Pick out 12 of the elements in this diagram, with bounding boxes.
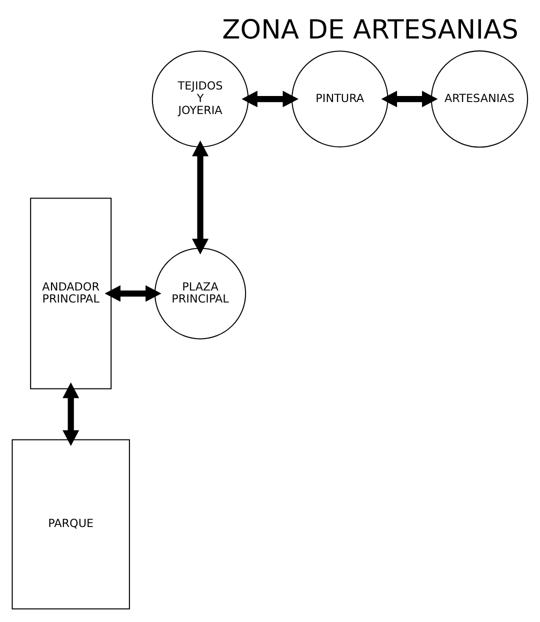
arrow [192, 140, 209, 254]
node-circle: TEJIDOS Y JOYERIA [152, 50, 249, 148]
arrow [242, 90, 298, 108]
node-circle: PINTURA [291, 50, 388, 148]
node-circle: ARTESANIAS [430, 50, 528, 148]
node-box: ANDADOR PRINCIPAL [30, 198, 112, 390]
arrow [381, 90, 438, 108]
arrow [62, 382, 80, 446]
node-circle: PLAZA PRINCIPAL [154, 248, 246, 340]
diagram-title: ZONA DE ARTESANIAS [222, 14, 518, 46]
arrow [104, 285, 162, 302]
node-box: PARQUE [12, 439, 130, 610]
